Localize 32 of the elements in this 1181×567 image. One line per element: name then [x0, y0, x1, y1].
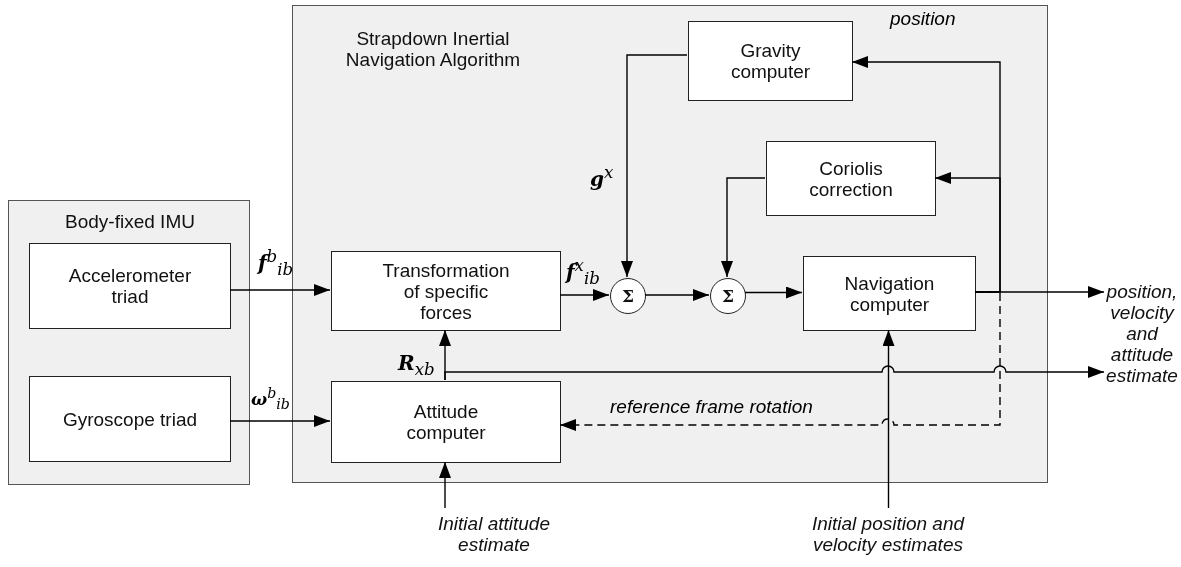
edge-label: R$_{xb}$ — [398, 352, 435, 381]
arrow — [229, 284, 331, 296]
process-box: Gravity computer — [688, 21, 853, 101]
edge-label: g$^{x}$ — [590, 162, 614, 190]
process-box: Gyroscope triad — [29, 376, 231, 462]
summing-junction: Σ — [710, 278, 746, 314]
edge-label: position — [890, 8, 956, 30]
arrow — [934, 172, 1001, 293]
group-panel — [292, 5, 1048, 483]
annotation-text: Initial position and velocity estimates — [788, 508, 988, 560]
arrow — [721, 177, 766, 278]
arrow — [439, 461, 451, 509]
arrow — [644, 289, 710, 301]
arrow — [882, 329, 895, 509]
dashed-arrow — [559, 291, 1001, 431]
arrow — [229, 415, 331, 427]
annotation-text: position, velocity and attitude estimate — [1104, 258, 1180, 408]
arrow — [744, 286, 803, 299]
annotation-text: Initial attitude estimate — [419, 508, 569, 560]
group-panel — [8, 200, 250, 485]
process-box: Accelerometer triad — [29, 243, 231, 329]
arrow — [621, 54, 688, 278]
summing-junction: Σ — [610, 278, 646, 314]
arrow — [559, 289, 610, 301]
process-box: Attitude computer — [331, 381, 561, 463]
process-box: Navigation computer — [803, 256, 976, 331]
process-box: Coriolis correction — [766, 141, 936, 216]
edge-label: reference frame rotation — [610, 396, 813, 418]
panel-title: Strapdown Inertial Navigation Algorithm — [344, 28, 522, 70]
process-box: Transformation of specific forces — [331, 251, 561, 331]
panel-title: Body-fixed IMU — [64, 211, 196, 232]
arrow — [444, 365, 1105, 381]
